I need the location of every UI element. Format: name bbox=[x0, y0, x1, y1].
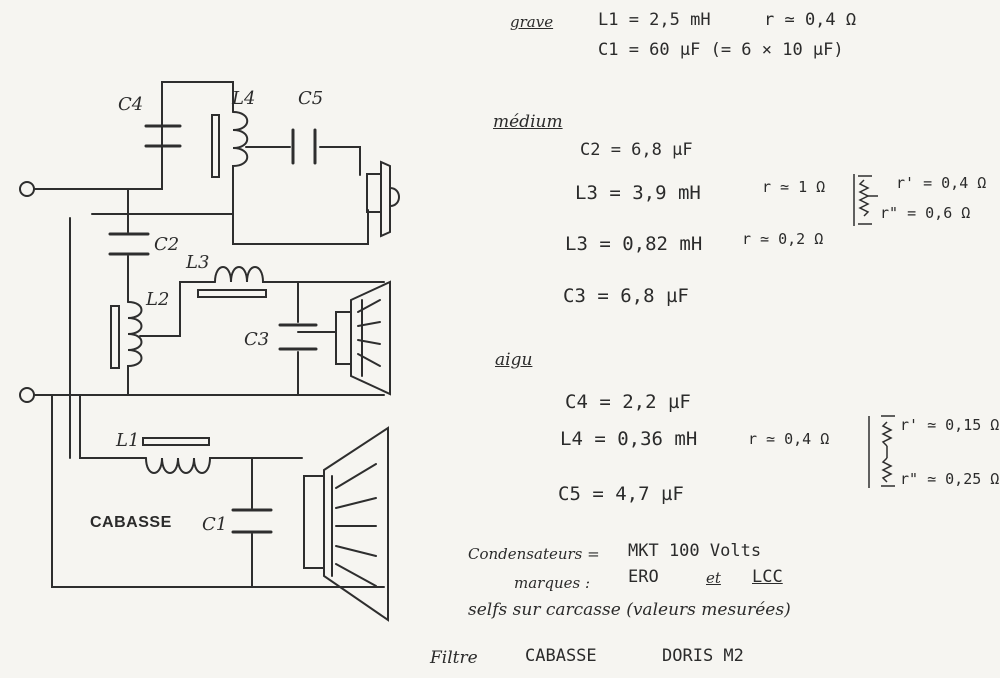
aigu-c5: C5 = 4,7 µF bbox=[558, 483, 684, 505]
label-l2: L2 bbox=[145, 289, 169, 310]
schematic-brand: CABASSE bbox=[90, 514, 172, 531]
medium-l3a-resistance: r ≃ 1 Ω bbox=[762, 178, 826, 196]
condensateurs-label: Condensateurs = bbox=[468, 545, 600, 563]
medium-l3a-r-second: r" = 0,6 Ω bbox=[880, 204, 971, 222]
label-c1: C1 bbox=[202, 514, 227, 535]
marques-lcc: LCC bbox=[752, 567, 783, 587]
footer-model: DORIS M2 bbox=[662, 646, 744, 666]
footer-brand: CABASSE bbox=[525, 646, 597, 666]
woofer bbox=[303, 426, 389, 622]
grave-c1: C1 = 60 µF (= 6 × 10 µF) bbox=[598, 40, 844, 60]
l2-inductor bbox=[110, 301, 143, 377]
l1-wire bbox=[79, 394, 147, 459]
medium-l3b-resistance: r ≃ 0,2 Ω bbox=[742, 230, 824, 248]
midrange-speaker bbox=[335, 280, 391, 396]
l4-inductor bbox=[211, 111, 249, 179]
input-terminal-bottom bbox=[19, 387, 35, 403]
label-c5: C5 bbox=[298, 88, 323, 109]
grave-l1-resistance: r ≃ 0,4 Ω bbox=[764, 10, 857, 30]
grave-l1: L1 = 2,5 mH bbox=[598, 10, 711, 30]
c5-capacitor bbox=[291, 128, 317, 165]
medium-l3b: L3 = 0,82 mH bbox=[565, 233, 703, 255]
label-c4: C4 bbox=[118, 94, 143, 115]
marques-label: marques : bbox=[514, 574, 590, 592]
l3-wire bbox=[139, 281, 216, 337]
marques-ero: ERO bbox=[628, 567, 659, 587]
tweeter bbox=[366, 160, 400, 238]
label-c3: C3 bbox=[244, 329, 269, 350]
c1-capacitor bbox=[231, 508, 273, 534]
grave-heading: grave bbox=[510, 13, 554, 31]
medium-l3a-r-prime: r' = 0,4 Ω bbox=[896, 174, 987, 192]
medium-resistor-diagram bbox=[853, 174, 878, 226]
selfs-note: selfs sur carcasse (valeurs mesurées) bbox=[468, 600, 791, 620]
aigu-resistor-diagram bbox=[868, 415, 895, 488]
aigu-l4-resistance: r ≃ 0,4 Ω bbox=[748, 430, 830, 448]
footer-filtre: Filtre bbox=[430, 648, 478, 668]
medium-heading: médium bbox=[493, 112, 563, 132]
label-c2: C2 bbox=[154, 234, 179, 255]
label-l4: L4 bbox=[231, 88, 255, 109]
condensateurs-value: MKT 100 Volts bbox=[628, 541, 762, 561]
label-l1: L1 bbox=[115, 430, 139, 451]
aigu-c4: C4 = 2,2 µF bbox=[565, 391, 691, 413]
aigu-l4: L4 = 0,36 mH bbox=[560, 428, 698, 450]
bottom-rail bbox=[33, 217, 385, 588]
c4-capacitor bbox=[144, 124, 182, 148]
marques-et: et bbox=[706, 569, 721, 587]
medium-l3a: L3 = 3,9 mH bbox=[575, 182, 701, 204]
c2-capacitor bbox=[108, 232, 150, 256]
aigu-l4-r-second: r" ≃ 0,25 Ω bbox=[900, 470, 1000, 488]
l4-wire bbox=[232, 146, 369, 245]
aigu-heading: aigu bbox=[495, 350, 533, 370]
medium-c2: C2 = 6,8 µF bbox=[580, 140, 693, 160]
medium-c3: C3 = 6,8 µF bbox=[563, 285, 689, 307]
crossover-schematic: C4 L4 C5 C2 L3 L2 C3 L1 C1 bbox=[19, 81, 400, 622]
l1-inductor bbox=[142, 437, 303, 474]
l3-inductor bbox=[197, 266, 385, 298]
input-terminal-top bbox=[19, 181, 35, 197]
aigu-l4-r-prime: r' ≃ 0,15 Ω bbox=[900, 416, 1000, 434]
c3-capacitor bbox=[278, 323, 318, 351]
label-l3: L3 bbox=[185, 252, 209, 273]
